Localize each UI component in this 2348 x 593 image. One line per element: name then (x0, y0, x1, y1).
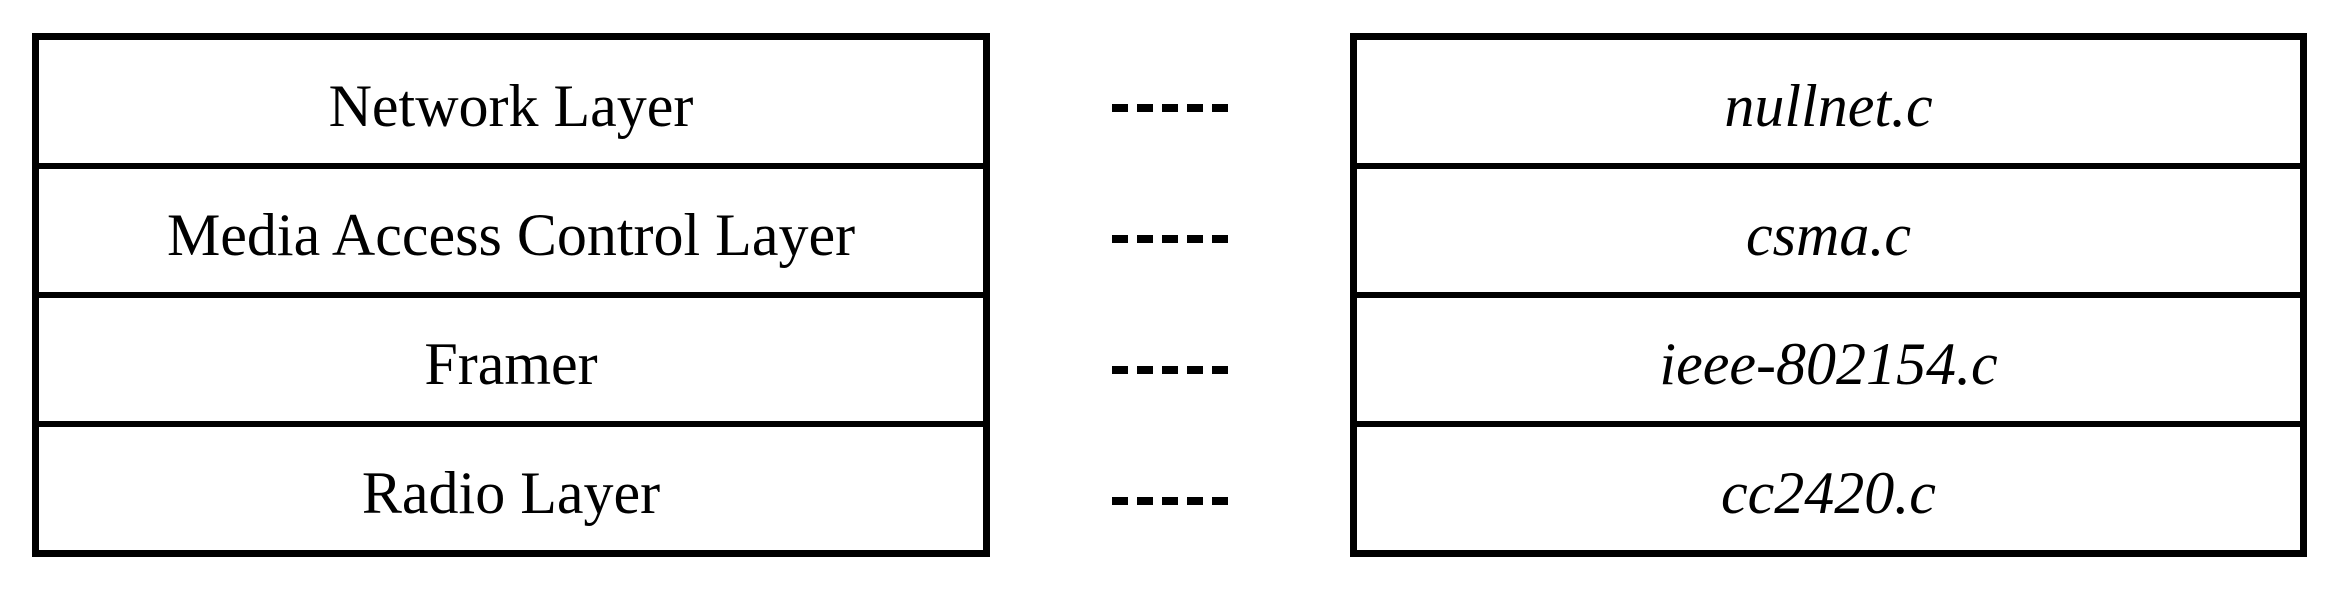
dashed-connector (1112, 365, 1228, 374)
layer-row-framer: Framer (39, 292, 983, 421)
connector-column (1112, 33, 1228, 557)
layer-label: Radio Layer (361, 459, 661, 526)
file-label: cc2420.c (1721, 459, 1936, 526)
connector-cell (1112, 295, 1228, 426)
layer-label: Framer (424, 330, 598, 397)
file-row-ieee802154: ieee-802154.c (1357, 292, 2300, 421)
protocol-stack-table: Network Layer Media Access Control Layer… (32, 33, 990, 557)
connector-cell (1112, 426, 1228, 557)
layer-label: Network Layer (328, 72, 694, 139)
layer-row-network: Network Layer (39, 40, 983, 163)
layer-row-mac: Media Access Control Layer (39, 163, 983, 292)
layer-row-radio: Radio Layer (39, 421, 983, 550)
file-row-cc2420: cc2420.c (1357, 421, 2300, 550)
file-row-nullnet: nullnet.c (1357, 40, 2300, 163)
implementation-file-table: nullnet.c csma.c ieee-802154.c cc2420.c (1350, 33, 2307, 557)
file-row-csma: csma.c (1357, 163, 2300, 292)
file-label: ieee-802154.c (1659, 330, 1998, 397)
connector-cell (1112, 164, 1228, 295)
dashed-connector (1112, 496, 1228, 505)
file-label: nullnet.c (1724, 72, 1933, 139)
layer-label: Media Access Control Layer (166, 201, 856, 268)
dashed-connector (1112, 103, 1228, 112)
connector-cell (1112, 33, 1228, 164)
file-label: csma.c (1746, 201, 1911, 268)
dashed-connector (1112, 234, 1228, 243)
